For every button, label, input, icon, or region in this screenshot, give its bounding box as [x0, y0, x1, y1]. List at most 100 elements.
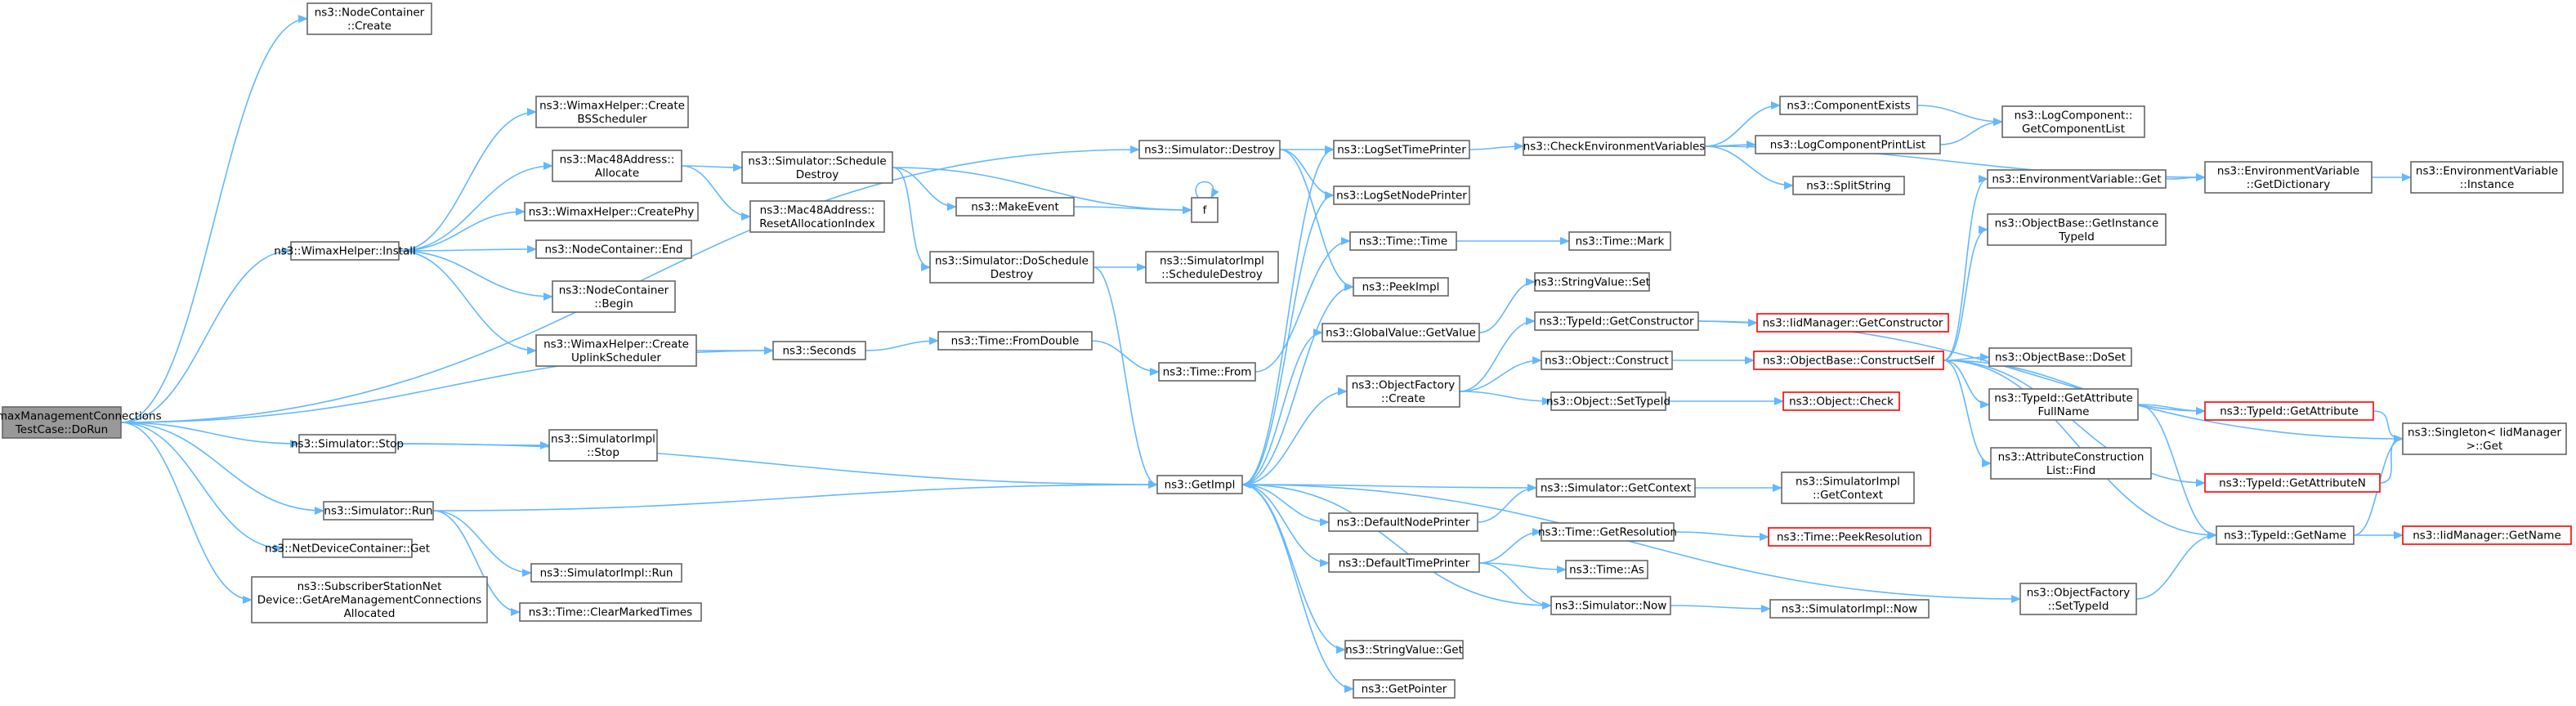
node-getimpl[interactable]: ns3::GetImpl: [1156, 475, 1243, 494]
node-peekimpl[interactable]: ns3::PeekImpl: [1353, 277, 1449, 297]
node-box: [1990, 447, 2152, 480]
node-simimpl-run[interactable]: ns3::SimulatorImpl::Run: [530, 563, 682, 583]
edge-sim_run-to-simimpl_run: [432, 510, 532, 577]
node-split-string[interactable]: ns3::SplitString: [1792, 176, 1905, 195]
node-wh-phy[interactable]: ns3::WimaxHelper::CreatePhy: [524, 202, 699, 221]
node-sim-run[interactable]: ns3::Simulator::Run: [323, 501, 434, 521]
node-seconds[interactable]: ns3::Seconds: [772, 341, 866, 360]
node-env-dict[interactable]: ns3::EnvironmentVariable::GetDictionary: [2204, 161, 2373, 194]
node-label-line: ns3::SimulatorImpl: [1796, 475, 1900, 488]
edge-getimpl-to-peekimpl: [1241, 283, 1354, 485]
edge-root-to-ssnd: [120, 422, 253, 604]
node-time-peekres[interactable]: ns3::Time::PeekResolution: [1768, 527, 1931, 547]
node-root[interactable]: Ns3WimaxManagementConnectionsTestCase::D…: [0, 406, 162, 439]
node-box: [1344, 640, 1464, 659]
node-obj-check[interactable]: ns3::Object::Check: [1782, 391, 1900, 411]
node-label-line: ns3::NetDeviceContainer::Get: [265, 543, 430, 556]
node-box: [1322, 323, 1480, 342]
node-getpointer[interactable]: ns3::GetPointer: [1353, 679, 1456, 699]
node-log-getlist[interactable]: ns3::LogComponent::GetComponentList: [2001, 105, 2145, 138]
node-log-printlist[interactable]: ns3::LogComponentPrintList: [1755, 135, 1941, 154]
node-label-line: UplinkScheduler: [571, 351, 661, 364]
node-mac48-reset[interactable]: ns3::Mac48Address::ResetAllocationIndex: [749, 200, 885, 233]
node-make-event[interactable]: ns3::MakeEvent: [955, 197, 1075, 217]
node-label-line: ns3::PeekImpl: [1362, 281, 1440, 294]
node-sim-schedule[interactable]: ns3::Simulator::ScheduleDestroy: [741, 151, 893, 184]
edge-getimpl-to-def_time: [1241, 484, 1330, 567]
node-iid-getctor[interactable]: ns3::IidManager::GetConstructor: [1756, 313, 1949, 333]
node-simimpl-stop[interactable]: ns3::SimulatorImpl::Stop: [548, 429, 658, 462]
node-nc-end[interactable]: ns3::NodeContainer::End: [535, 239, 692, 259]
node-time-getres[interactable]: ns3::Time::GetResolution: [1538, 522, 1677, 542]
node-label-line: ns3::Time::Mark: [1576, 235, 1665, 248]
node-simimpl-sched[interactable]: ns3::SimulatorImpl::ScheduleDestroy: [1145, 251, 1279, 284]
node-label-line: ns3::SimulatorImpl::Now: [1782, 603, 1917, 616]
node-ob-doset[interactable]: ns3::ObjectBase::DoSet: [1988, 347, 2132, 367]
node-tid-getname[interactable]: ns3::TypeId::GetName: [2216, 525, 2355, 545]
node-sv-set[interactable]: ns3::StringValue::Set: [1534, 272, 1650, 292]
node-box: [955, 197, 1075, 217]
node-comp-exists[interactable]: ns3::ComponentExists: [1779, 96, 1918, 115]
node-of-settid[interactable]: ns3::ObjectFactory::SetTypeId: [2019, 583, 2137, 615]
node-singleton-get[interactable]: ns3::Singleton< IidManager>::Get: [2402, 422, 2567, 455]
node-tid-getattrn[interactable]: ns3::TypeId::GetAttributeN: [2204, 473, 2381, 493]
node-box: [1756, 313, 1949, 333]
node-sim-destroy[interactable]: ns3::Simulator::Destroy: [1138, 140, 1281, 159]
node-nc-create[interactable]: ns3::NodeContainer::Create: [306, 2, 432, 35]
node-box: [741, 151, 893, 184]
edge-sim_destroy-to-peekimpl: [1279, 149, 1354, 291]
node-of-create[interactable]: ns3::ObjectFactory::Create: [1346, 375, 1460, 408]
node-gv-get[interactable]: ns3::GlobalValue::GetValue: [1322, 323, 1480, 342]
node-box: [2410, 161, 2564, 194]
node-tid-getattr[interactable]: ns3::TypeId::GetAttribute: [2204, 401, 2374, 421]
node-env-get[interactable]: ns3::EnvironmentVariable::Get: [1987, 169, 2167, 189]
node-sim-stop[interactable]: ns3::Simulator::Stop: [291, 434, 404, 454]
node-label-line: Allocated: [344, 607, 396, 620]
node-time-from[interactable]: ns3::Time::From: [1158, 362, 1256, 382]
edge-def_time-to-sim_now: [1478, 562, 1552, 610]
edge-sim_stop-to-getimpl: [395, 443, 1158, 489]
node-ob-constructself[interactable]: ns3::ObjectBase::ConstructSelf: [1753, 351, 1944, 370]
node-log-node[interactable]: ns3::LogSetNodePrinter: [1333, 185, 1470, 205]
node-simimpl-getctx[interactable]: ns3::SimulatorImpl::GetContext: [1781, 471, 1915, 504]
node-label-line: TypeId: [2058, 230, 2095, 244]
node-box: [1158, 362, 1256, 382]
node-iid-getname[interactable]: ns3::IidManager::GetName: [2402, 525, 2572, 545]
node-check-env[interactable]: ns3::CheckEnvironmentVariables: [1523, 136, 1706, 156]
node-nc-begin[interactable]: ns3::NodeContainer::Begin: [552, 280, 676, 313]
node-ndc-get[interactable]: ns3::NetDeviceContainer::Get: [265, 538, 430, 558]
node-clear-marked[interactable]: ns3::Time::ClearMarkedTimes: [519, 602, 702, 622]
node-time-mark[interactable]: ns3::Time::Mark: [1568, 231, 1671, 251]
node-mac48-alloc[interactable]: ns3::Mac48Address::Allocate: [552, 150, 682, 182]
node-time-as[interactable]: ns3::Time::As: [1565, 560, 1648, 579]
node-sv-get[interactable]: ns3::StringValue::Get: [1344, 640, 1464, 659]
edge-gv_get-to-sv_set: [1478, 278, 1536, 333]
node-wh-install[interactable]: ns3::WimaxHelper::Install: [274, 241, 416, 261]
node-box: [1753, 351, 1944, 370]
edge-tid_getattr-to-singleton_get: [2373, 410, 2404, 443]
node-box: [1987, 213, 2167, 246]
node-sim-getctx[interactable]: ns3::Simulator::GetContext: [1536, 478, 1696, 498]
node-time-fromdouble[interactable]: ns3::Time::FromDouble: [937, 331, 1093, 351]
node-f[interactable]: f: [1191, 197, 1219, 223]
node-simimpl-now[interactable]: ns3::SimulatorImpl::Now: [1769, 599, 1930, 619]
node-obj-settid[interactable]: ns3::Object::SetTypeId: [1546, 391, 1670, 411]
node-time-time[interactable]: ns3::Time::Time: [1349, 231, 1457, 251]
node-ssnd[interactable]: ns3::SubscriberStationNetDevice::GetAreM…: [251, 576, 488, 623]
node-sim-now[interactable]: ns3::Simulator::Now: [1550, 596, 1671, 615]
node-env-instance[interactable]: ns3::EnvironmentVariable::Instance: [2410, 161, 2564, 194]
node-tid-getctor[interactable]: ns3::TypeId::GetConstructor: [1534, 311, 1699, 331]
node-log-time[interactable]: ns3::LogSetTimePrinter: [1333, 140, 1470, 159]
node-def-node[interactable]: ns3::DefaultNodePrinter: [1328, 512, 1478, 532]
node-def-time[interactable]: ns3::DefaultTimePrinter: [1328, 553, 1480, 573]
node-obj-construct[interactable]: ns3::Object::Construct: [1541, 351, 1673, 370]
node-label-line: ns3::GlobalValue::GetValue: [1326, 327, 1476, 340]
edge-of_settid-to-tid_getname: [2135, 531, 2217, 600]
